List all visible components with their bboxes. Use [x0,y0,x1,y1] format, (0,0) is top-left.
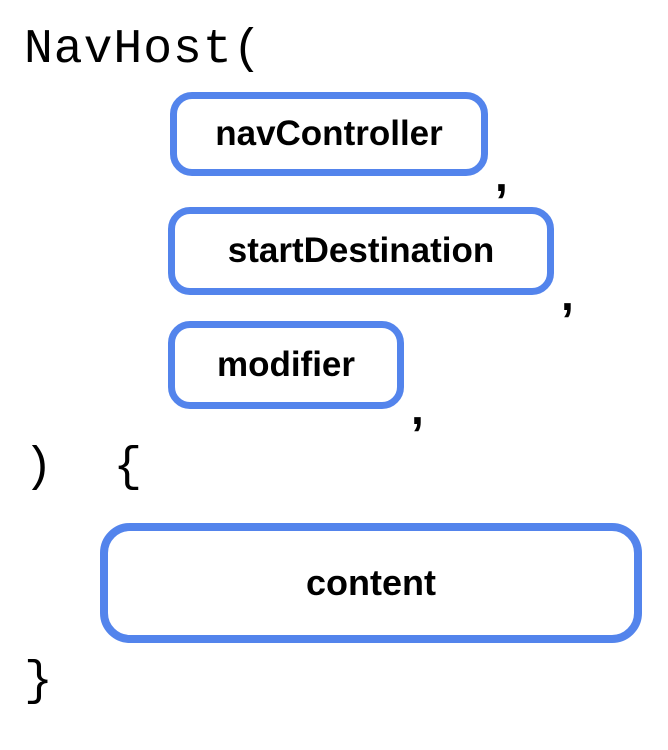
code-close-paren-open-brace: ) { [24,441,144,495]
param-label-modifier: modifier [216,345,356,384]
param-label-navcontroller: navController [215,114,443,153]
content-label: content [306,562,436,603]
param-box-startdestination: startDestination [168,207,554,295]
param-row-navcontroller: navController , [170,92,508,198]
param-row-startdestination: startDestination , [168,207,574,317]
param-box-navcontroller: navController [170,92,488,176]
content-box: content [100,523,642,643]
param-box-modifier: modifier [168,321,404,409]
comma-after-startdestination: , [561,267,574,320]
comma-after-modifier: , [411,381,424,434]
code-close-brace: } [24,655,54,709]
code-navhost-open: NavHost( [24,23,263,77]
comma-after-navcontroller: , [495,148,508,201]
param-label-startdestination: startDestination [227,231,495,270]
param-row-modifier: modifier , [168,321,424,431]
